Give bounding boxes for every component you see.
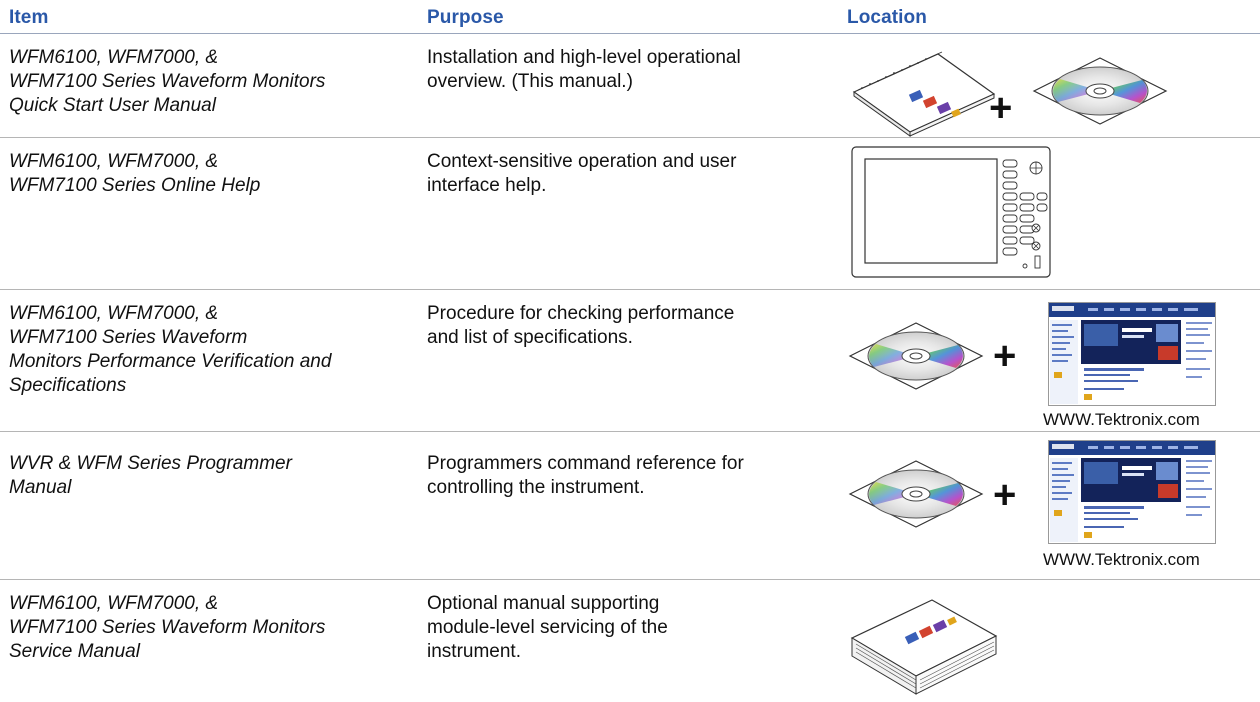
cd-icon — [848, 322, 984, 390]
cd-icon — [848, 460, 984, 528]
plus-sign: + — [993, 334, 1017, 378]
location-cell — [840, 580, 1240, 702]
location-cell: + WWW.Tektronix.com — [840, 432, 1240, 580]
header-location: Location — [847, 7, 927, 28]
item-line: Service Manual — [9, 641, 140, 662]
table-header: Item Purpose Location — [0, 0, 1260, 34]
table-row: WFM6100, WFM7000, & WFM7100 Series Onlin… — [0, 138, 1260, 290]
item-cell: WFM6100, WFM7000, & WFM7100 Series Onlin… — [9, 150, 379, 198]
table-row: WVR & WFM Series Programmer Manual Progr… — [0, 432, 1260, 580]
purpose-line: overview. (This manual.) — [427, 71, 633, 92]
row-divider — [0, 289, 1260, 290]
item-line: Manual — [9, 477, 72, 498]
purpose-cell: Optional manual supporting module-level … — [427, 592, 807, 664]
purpose-line: interface help. — [427, 175, 547, 196]
location-cell: + WWW.Tektronix.com — [840, 290, 1240, 432]
item-line: Monitors Performance Verification and — [9, 351, 332, 372]
webpage-icon — [1048, 440, 1216, 544]
table-row: WFM6100, WFM7000, & WFM7100 Series Wavef… — [0, 290, 1260, 432]
purpose-line: and list of specifications. — [427, 327, 633, 348]
item-line: Quick Start User Manual — [9, 95, 216, 116]
header-rule — [0, 33, 1260, 34]
purpose-line: Installation and high-level operational — [427, 47, 741, 68]
purpose-line: controlling the instrument. — [427, 477, 645, 498]
purpose-line: instrument. — [427, 641, 521, 662]
purpose-line: Context-sensitive operation and user — [427, 151, 737, 172]
website-caption: WWW.Tektronix.com — [1043, 410, 1200, 429]
book-icon — [852, 51, 996, 137]
purpose-line: Optional manual supporting — [427, 593, 660, 614]
table-row: WFM6100, WFM7000, & WFM7100 Series Wavef… — [0, 580, 1260, 702]
purpose-line: Procedure for checking performance — [427, 303, 735, 324]
item-line: WFM6100, WFM7000, & — [9, 303, 219, 324]
website-caption: WWW.Tektronix.com — [1043, 550, 1200, 569]
header-purpose: Purpose — [427, 7, 504, 28]
item-cell: WFM6100, WFM7000, & WFM7100 Series Wavef… — [9, 592, 379, 664]
item-line: Specifications — [9, 375, 127, 396]
location-cell — [840, 138, 1240, 290]
purpose-cell: Installation and high-level operational … — [427, 46, 807, 94]
item-cell: WFM6100, WFM7000, & WFM7100 Series Wavef… — [9, 302, 379, 398]
cd-icon — [1032, 57, 1168, 125]
item-line: WFM7100 Series Waveform Monitors — [9, 71, 326, 92]
webpage-icon — [1048, 302, 1216, 406]
item-cell: WFM6100, WFM7000, & WFM7100 Series Wavef… — [9, 46, 379, 118]
purpose-line: Programmers command reference for — [427, 453, 744, 474]
plus-sign: + — [993, 473, 1017, 517]
item-line: WFM7100 Series Waveform Monitors — [9, 617, 326, 638]
table-row: WFM6100, WFM7000, & WFM7100 Series Wavef… — [0, 46, 1260, 138]
row-divider — [0, 579, 1260, 580]
location-cell: + — [840, 46, 1240, 138]
item-line: WFM7100 Series Waveform — [9, 327, 248, 348]
item-line: WFM6100, WFM7000, & — [9, 151, 219, 172]
item-line: WFM6100, WFM7000, & — [9, 593, 219, 614]
header-item: Item — [9, 7, 49, 28]
purpose-cell: Context-sensitive operation and user int… — [427, 150, 807, 198]
plus-sign: + — [989, 86, 1013, 130]
purpose-cell: Programmers command reference for contro… — [427, 452, 807, 500]
item-line: WVR & WFM Series Programmer — [9, 453, 292, 474]
item-line: WFM6100, WFM7000, & — [9, 47, 219, 68]
item-line: WFM7100 Series Online Help — [9, 175, 261, 196]
item-cell: WVR & WFM Series Programmer Manual — [9, 452, 379, 500]
row-divider — [0, 137, 1260, 138]
purpose-cell: Procedure for checking performance and l… — [427, 302, 807, 350]
row-divider — [0, 431, 1260, 432]
binder-icon — [850, 599, 998, 695]
purpose-line: module-level servicing of the — [427, 617, 668, 638]
instrument-panel-icon — [851, 146, 1051, 278]
